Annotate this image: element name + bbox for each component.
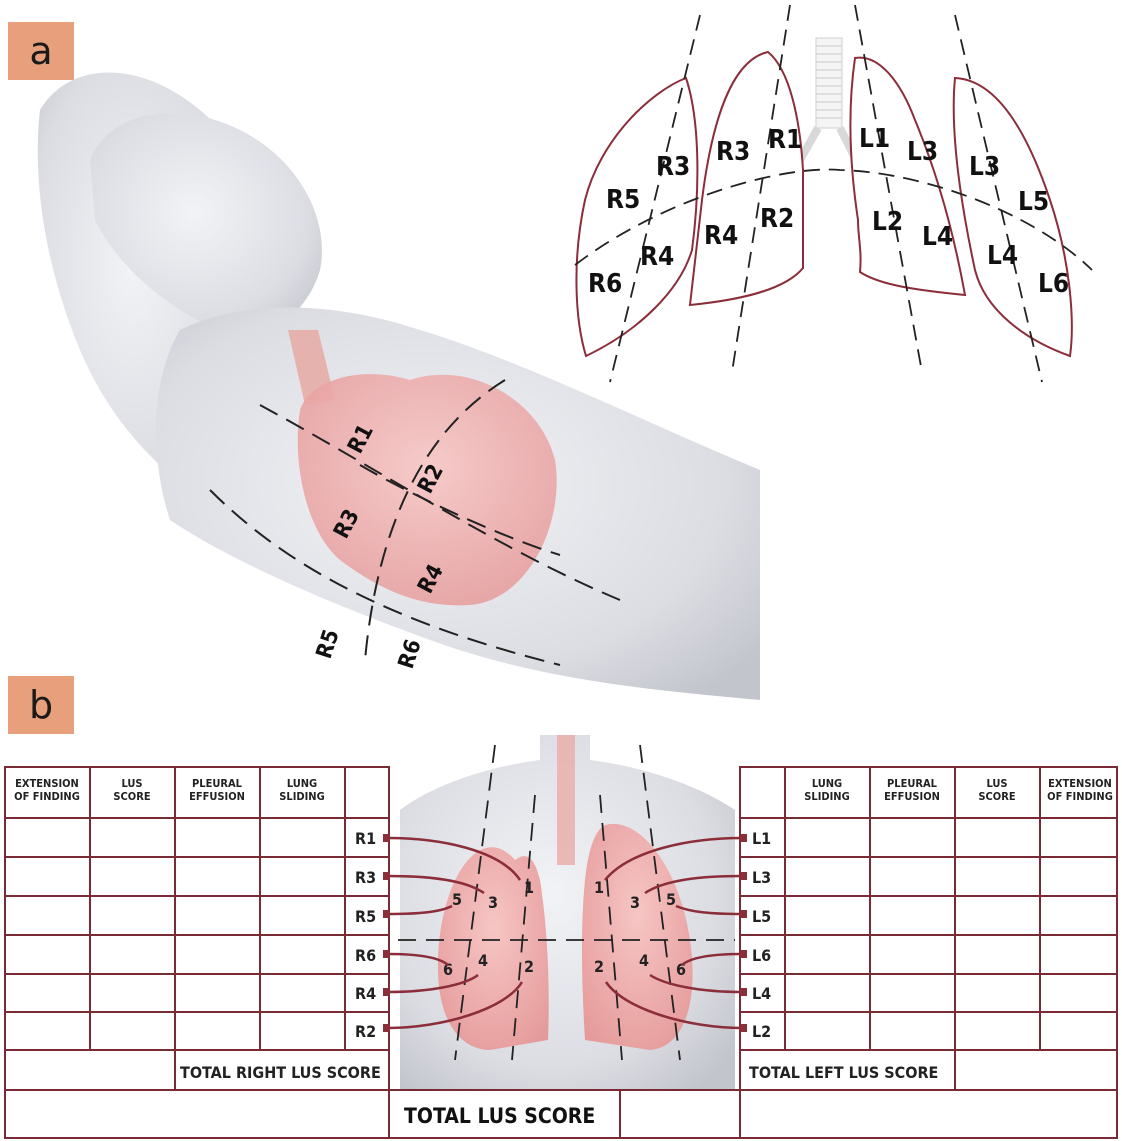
schem-label-r6: R6 [588, 269, 622, 299]
lung-zone-schematic [575, 5, 1092, 382]
total-right-lus-score-label: TOTAL RIGHT LUS SCORE [180, 1063, 381, 1082]
right-anterior-lung [690, 52, 803, 305]
right-row-label: R2 [355, 1022, 376, 1041]
torso-number-r1: 1 [524, 878, 534, 897]
schem-label-r2: R2 [760, 204, 794, 234]
right-row-label: R3 [355, 868, 376, 887]
schem-label-r4-anterior: R4 [704, 221, 738, 251]
left-row-label: L2 [752, 1022, 771, 1041]
left-anterior-lung [850, 58, 965, 295]
schem-label-r5: R5 [606, 185, 640, 215]
schem-label-l5: L5 [1018, 187, 1049, 217]
schem-label-l1: L1 [859, 124, 890, 154]
torso-number-r4: 4 [478, 951, 488, 970]
left-row-label: L6 [752, 946, 771, 965]
total-lus-score-label: TOTAL LUS SCORE [404, 1104, 595, 1128]
body-label-r5: R5 [312, 627, 345, 662]
schem-label-r3-anterior: R3 [716, 137, 750, 167]
left-row-label: L5 [752, 907, 771, 926]
left-row-label: L3 [752, 868, 771, 887]
schem-label-l4-lateral: L4 [987, 241, 1018, 271]
left-lateral-lung [954, 78, 1072, 356]
torso-number-r3: 3 [488, 893, 498, 912]
right-row-label: R1 [355, 829, 376, 848]
schem-label-r4-lateral: R4 [640, 242, 674, 272]
schem-label-l4-anterior: L4 [922, 222, 953, 252]
torso-number-r5: 5 [452, 890, 462, 909]
schem-label-l3-anterior: L3 [907, 137, 938, 167]
frontal-torso-illustration [398, 735, 735, 1090]
torso-number-l5: 5 [666, 890, 676, 909]
trachea-icon [800, 38, 856, 160]
left-row-label: L4 [752, 984, 771, 1003]
schem-label-r3-lateral: R3 [656, 152, 690, 182]
schem-label-l3-lateral: L3 [969, 152, 1000, 182]
torso-number-l2: 2 [594, 957, 604, 976]
right-row-label: R4 [355, 984, 376, 1003]
total-left-lus-score-label: TOTAL LEFT LUS SCORE [749, 1063, 938, 1082]
right-row-label: R5 [355, 907, 376, 926]
torso-number-r2: 2 [524, 957, 534, 976]
schem-label-l6: L6 [1038, 269, 1069, 299]
torso-number-l4: 4 [639, 951, 649, 970]
schem-label-l2: L2 [872, 207, 903, 237]
torso-number-l1: 1 [594, 878, 604, 897]
schem-label-r1: R1 [768, 125, 802, 155]
right-row-label: R6 [355, 946, 376, 965]
torso-number-l3: 3 [630, 893, 640, 912]
right-lateral-lung [576, 78, 697, 356]
left-row-label: L1 [752, 829, 771, 848]
body-label-r6: R6 [394, 637, 427, 672]
